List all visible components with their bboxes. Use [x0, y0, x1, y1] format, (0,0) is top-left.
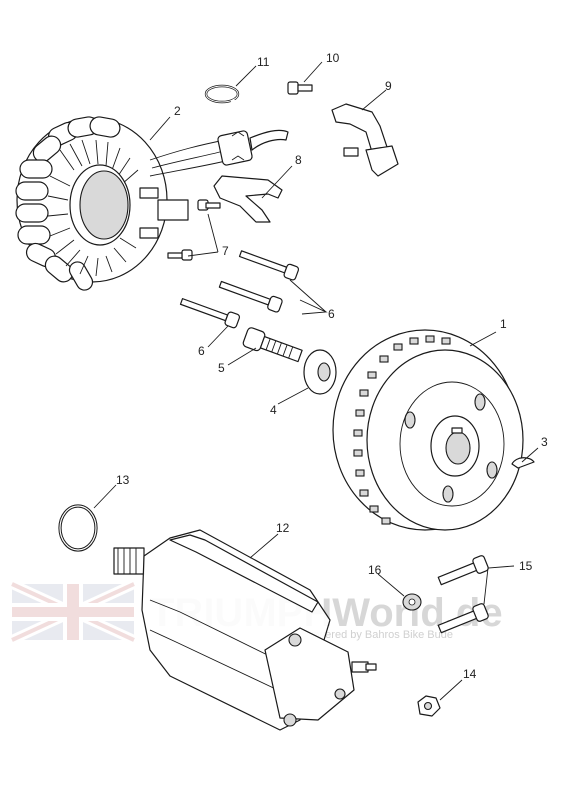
- bolts-6: [179, 250, 300, 329]
- callout-1: 1: [500, 317, 507, 331]
- stator-coils: [15, 116, 121, 291]
- washer-16: [402, 593, 422, 611]
- bolts-15: [437, 555, 489, 634]
- rotor-slots: [353, 335, 451, 525]
- callout-12: 12: [276, 521, 290, 535]
- callouts: 1 2 3 4 5 6 6 7 8 9 10 11 12 13 14 15 16: [116, 51, 548, 681]
- callout-4: 4: [270, 403, 277, 417]
- callout-5: 5: [218, 361, 225, 375]
- o-ring: [58, 504, 98, 552]
- watermark-tagline: powered by Bahros Bike Bude: [305, 629, 453, 641]
- clamp-8: [213, 175, 283, 223]
- stator: [15, 116, 289, 291]
- callout-6-left: 6: [198, 344, 205, 358]
- callout-16: 16: [368, 563, 382, 577]
- stator-laminations: [47, 139, 139, 277]
- leader-lines: [93, 61, 539, 701]
- callout-15: 15: [519, 559, 533, 573]
- callout-6-right: 6: [328, 307, 335, 321]
- bolt-5: [242, 327, 303, 363]
- callout-2: 2: [174, 104, 181, 118]
- callout-8: 8: [295, 153, 302, 167]
- callout-13: 13: [116, 473, 130, 487]
- bracket-9: [331, 103, 399, 177]
- callout-11: 11: [257, 55, 270, 69]
- screws-7: [167, 199, 221, 261]
- callout-10: 10: [326, 51, 340, 65]
- washer-4: [303, 349, 337, 395]
- circlip: [204, 84, 240, 106]
- bolt-10: [287, 81, 313, 95]
- callout-7: 7: [222, 244, 229, 258]
- rotor: [332, 329, 524, 531]
- union-flag-logo: [9, 579, 137, 645]
- callout-14: 14: [463, 667, 477, 681]
- nut-14: [417, 695, 441, 717]
- callout-3: 3: [541, 435, 548, 449]
- callout-9: 9: [385, 79, 392, 93]
- starter-motor: [113, 529, 377, 731]
